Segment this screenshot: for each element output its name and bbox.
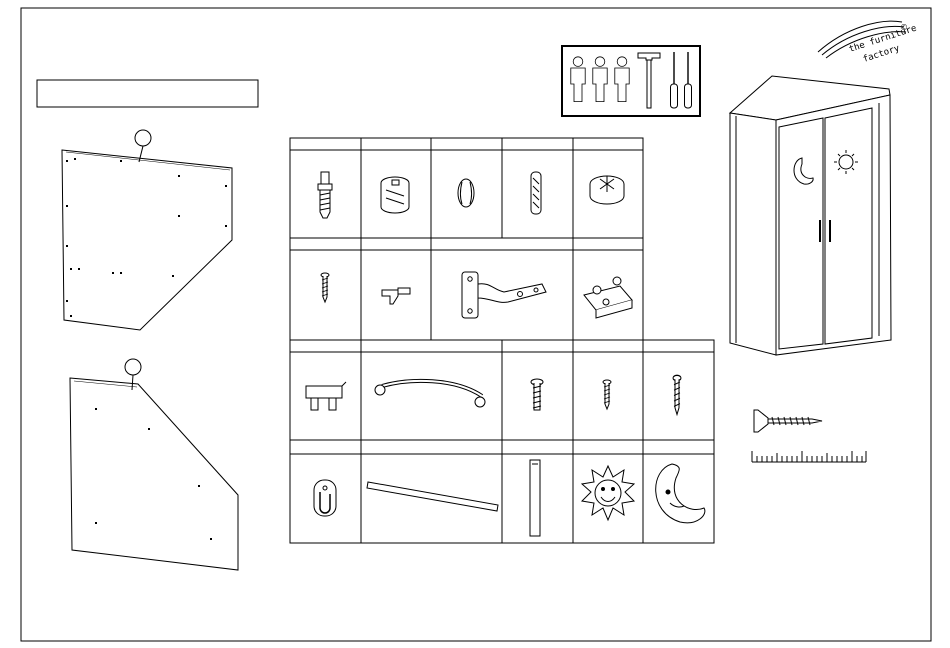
- mounting-plate-icon: [584, 277, 632, 318]
- parts-table: [290, 138, 714, 543]
- cover-cap-icon: [458, 179, 474, 207]
- panel-a: [62, 130, 232, 330]
- wood-screw-icon: [603, 380, 611, 409]
- wall-hook-icon: [314, 480, 336, 516]
- machine-screw-icon: [531, 379, 543, 410]
- short-screw-icon: [321, 273, 329, 302]
- arched-handle-icon: [375, 381, 485, 407]
- brand-logo: the furniture factory ©: [818, 21, 918, 65]
- wooden-dowel-icon: [531, 172, 541, 214]
- title-box: [37, 80, 258, 107]
- screw-scale-icon: [754, 410, 822, 432]
- cam-bolt-icon: [318, 172, 332, 218]
- panel-a-marker: [135, 130, 151, 146]
- moon-decoration-icon: [656, 464, 705, 523]
- brand-copyright: ©: [900, 23, 908, 32]
- sun-decoration-icon: [582, 466, 634, 520]
- people-tools-box: [562, 46, 700, 116]
- ruler: [752, 451, 866, 462]
- hinge-icon: [462, 272, 546, 318]
- panel-b: [70, 359, 238, 570]
- panel-b-marker: [125, 359, 141, 375]
- corner-wardrobe-illustration: [730, 76, 891, 355]
- cam-lock-icon: [381, 177, 409, 213]
- rail-bracket-icon: [306, 382, 346, 410]
- shelf-support-icon: [382, 288, 410, 304]
- strip-icon: [530, 460, 540, 536]
- long-wood-screw-icon: [673, 375, 681, 414]
- glide-foot-icon: [590, 176, 624, 204]
- hanging-rail-icon: [367, 482, 498, 511]
